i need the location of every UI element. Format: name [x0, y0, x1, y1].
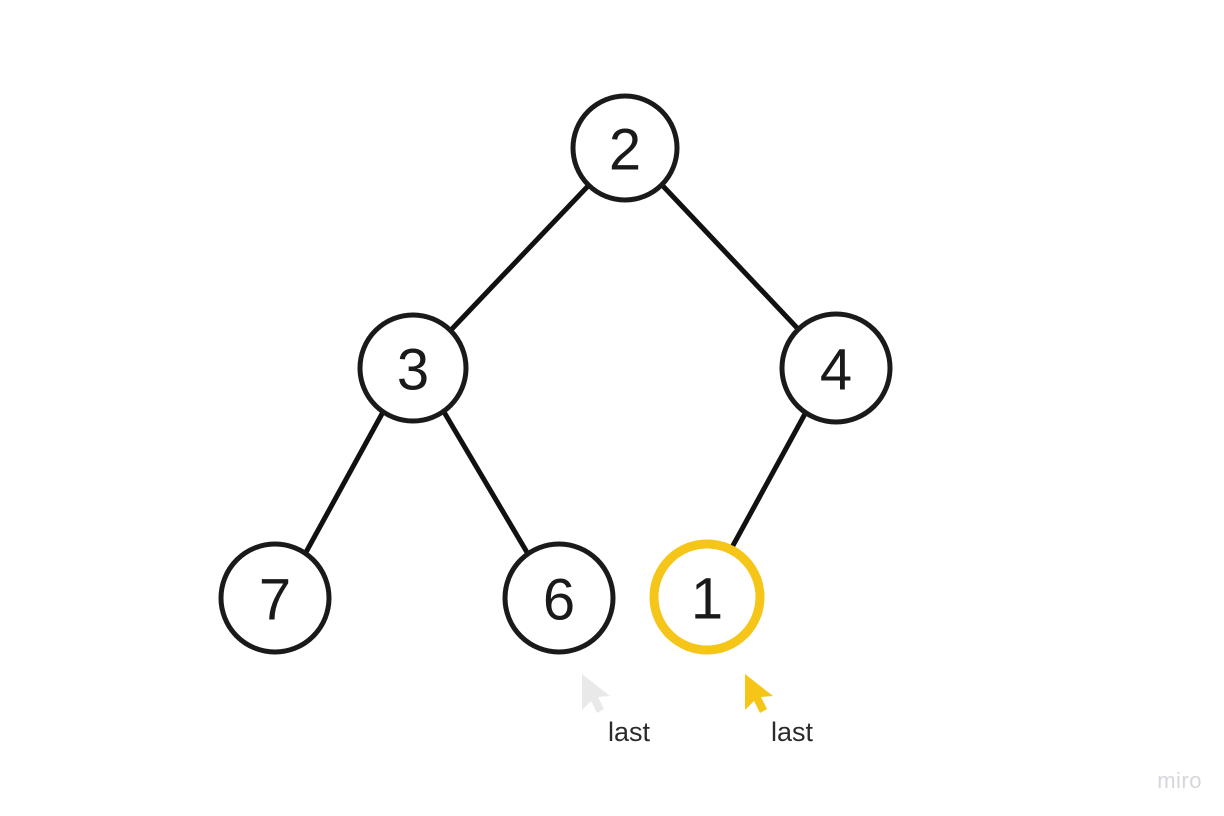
edge-3-7[interactable]: [302, 409, 386, 557]
edge-3-6[interactable]: [441, 409, 531, 557]
node-label-6: 6: [543, 568, 575, 633]
tree-node-4[interactable]: 4: [779, 311, 893, 425]
tree-node-1-highlighted[interactable]: 1: [649, 539, 765, 655]
cursor-yellow-label: last: [771, 717, 814, 747]
collaborator-cursor-gray[interactable]: last: [582, 674, 650, 747]
node-label-1: 1: [691, 567, 723, 632]
edge-group: [302, 182, 809, 557]
node-circle-4[interactable]: [779, 311, 893, 425]
tree-node-3[interactable]: 3: [357, 312, 469, 424]
node-group: 2 3 4 7 6 1: [218, 93, 893, 655]
cursor-gray-label: last: [608, 717, 651, 747]
cursor-group: last last: [582, 674, 813, 747]
edge-2-4[interactable]: [659, 182, 803, 334]
cursor-arrow-icon[interactable]: [582, 674, 610, 713]
collaborator-cursor-yellow[interactable]: last: [745, 674, 813, 747]
tree-node-7[interactable]: 7: [218, 541, 332, 655]
cursor-arrow-icon[interactable]: [745, 674, 773, 713]
node-circle-7[interactable]: [218, 541, 332, 655]
edge-2-3[interactable]: [447, 182, 592, 334]
node-label-4: 4: [820, 338, 852, 403]
node-label-7: 7: [259, 568, 291, 633]
node-circle-6[interactable]: [502, 541, 616, 655]
miro-watermark: miro: [1157, 768, 1202, 793]
node-label-3: 3: [397, 338, 429, 403]
edge-4-1[interactable]: [727, 409, 809, 554]
node-label-2: 2: [609, 118, 641, 183]
tree-node-6[interactable]: 6: [502, 541, 616, 655]
node-circle-2[interactable]: [570, 93, 680, 203]
node-circle-1[interactable]: [649, 539, 765, 655]
node-circle-3[interactable]: [357, 312, 469, 424]
tree-node-2[interactable]: 2: [570, 93, 680, 203]
